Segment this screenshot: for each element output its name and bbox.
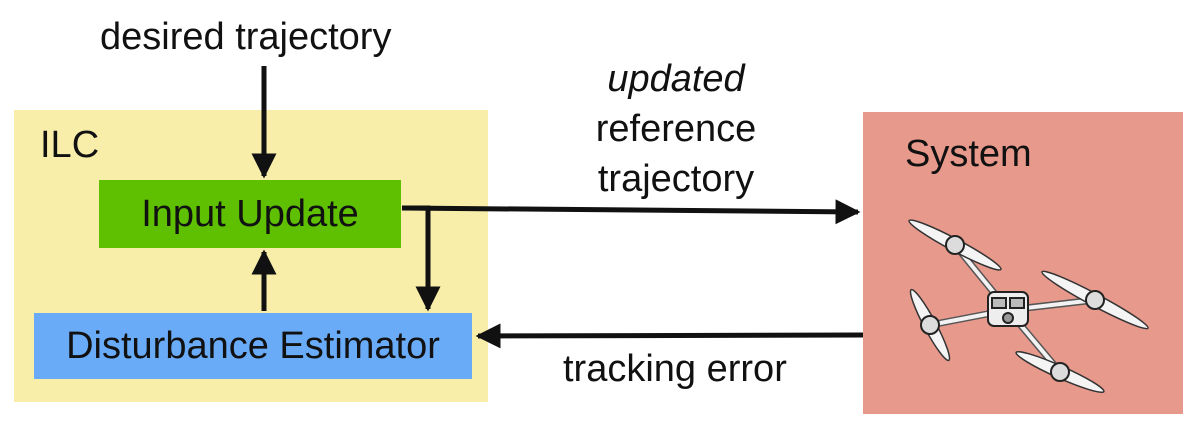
system-label: System (905, 133, 1032, 175)
ilc-label: ILC (40, 124, 100, 166)
reference-trajectory-arrow (401, 199, 861, 225)
input-update-block: Input Update (99, 180, 401, 248)
desired-trajectory-label: desired trajectory (100, 16, 392, 58)
reference-line-trajectory: trajectory (597, 158, 755, 200)
tracking-error-arrow (475, 323, 864, 349)
input-update-label: Input Update (141, 193, 359, 235)
disturbance-estimator-block: Disturbance Estimator (34, 313, 472, 379)
reference-trajectory-label: updated reference trajectory (560, 54, 792, 204)
reference-line-reference: reference (595, 108, 757, 150)
quadrotor-drone-icon (908, 219, 1149, 394)
update-to-estimator-arrow (402, 205, 441, 312)
reference-line-updated: updated (607, 58, 745, 100)
disturbance-estimator-label: Disturbance Estimator (66, 325, 440, 367)
system-block (863, 112, 1183, 414)
tracking-error-label: tracking error (563, 348, 787, 390)
